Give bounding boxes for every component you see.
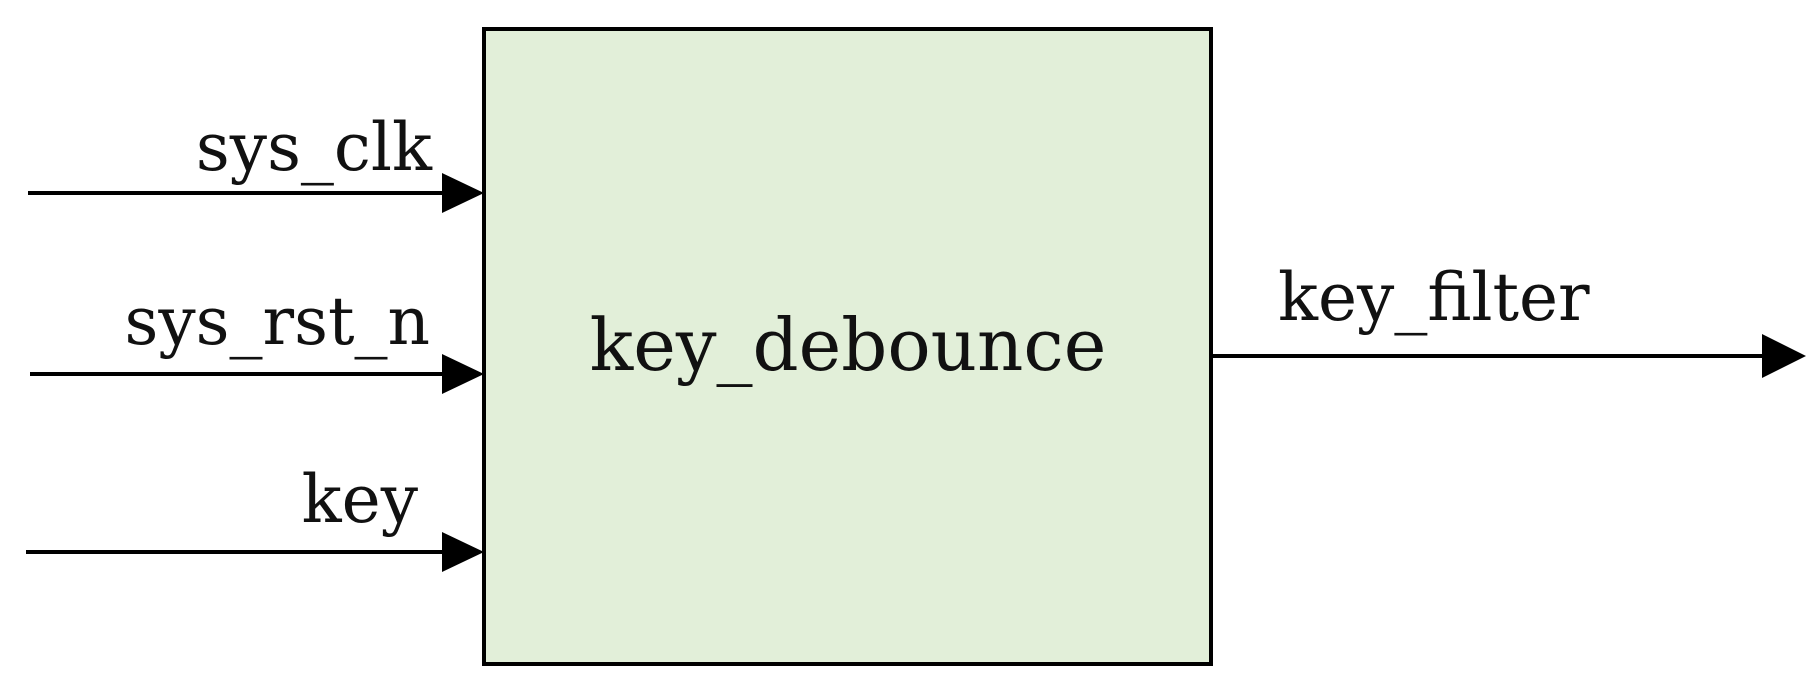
arrowhead-icon <box>442 354 484 394</box>
input-label-sys-clk: sys_clk <box>196 109 433 186</box>
arrowhead-icon <box>1762 334 1806 378</box>
arrowhead-icon <box>442 173 484 213</box>
module-block <box>482 27 1213 666</box>
arrowhead-icon <box>442 532 484 572</box>
module-label: key_debounce <box>590 303 1107 387</box>
input-label-key: key <box>302 461 419 538</box>
input-label-sys-rst-n: sys_rst_n <box>125 283 430 360</box>
input-signal-sys-rst-n: sys_rst_n <box>30 283 484 394</box>
output-label-key-filter: key_filter <box>1278 259 1590 336</box>
output-signal-key-filter: key_filter <box>1211 259 1806 378</box>
input-signal-sys-clk: sys_clk <box>28 109 484 213</box>
input-signal-key: key <box>26 461 484 572</box>
